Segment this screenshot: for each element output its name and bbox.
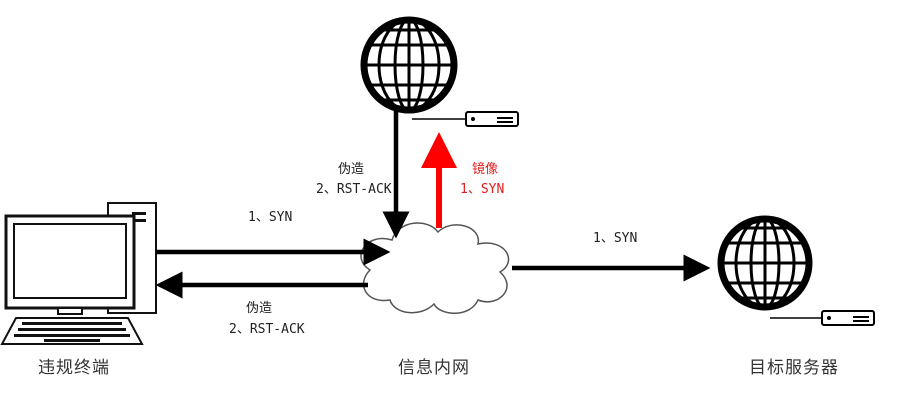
syn-label-server: 1、SYN bbox=[593, 231, 637, 246]
probe-device-icon bbox=[412, 111, 519, 127]
mirror-syn-label: 1、SYN bbox=[460, 182, 504, 197]
terminal-label: 违规终端 bbox=[38, 358, 110, 378]
rst-ack-label-top: 2、RST-ACK bbox=[316, 182, 392, 197]
rst-ack-forged-label-bottom: 伪造 bbox=[246, 301, 272, 316]
rst-ack-label-bottom: 2、RST-ACK bbox=[229, 322, 305, 337]
globe-icon bbox=[360, 16, 458, 114]
probe-device-icon bbox=[770, 310, 875, 326]
cloud-icon bbox=[360, 222, 510, 314]
intranet-label: 信息内网 bbox=[398, 358, 470, 378]
rst-ack-forged-label-top: 伪造 bbox=[338, 162, 364, 177]
mirror-label: 镜像 bbox=[472, 162, 498, 177]
target-server-label: 目标服务器 bbox=[749, 358, 839, 378]
computer-icon bbox=[0, 202, 157, 345]
globe-icon bbox=[717, 215, 813, 311]
syn-label-terminal: 1、SYN bbox=[248, 210, 292, 225]
